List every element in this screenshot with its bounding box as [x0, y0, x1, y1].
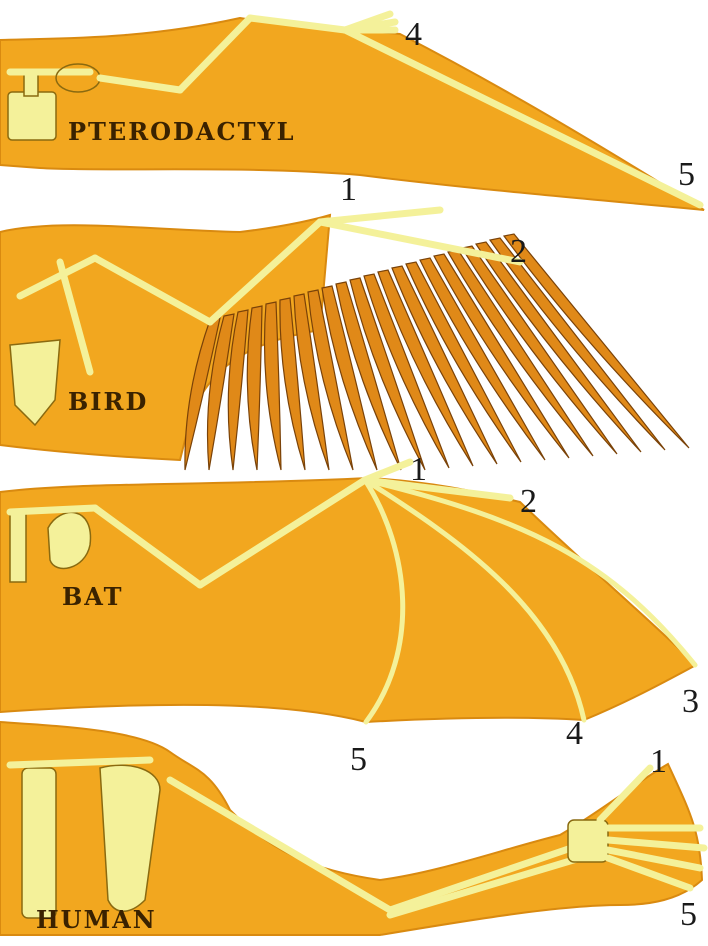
pterodactyl-keel — [24, 72, 38, 96]
human-digit-5: 5 — [680, 896, 697, 933]
bird-alula — [320, 210, 440, 222]
human-label: HUMAN — [36, 905, 157, 934]
pterodactyl-sternum — [8, 92, 56, 140]
bat-digit-2: 2 — [520, 483, 537, 520]
human-clavicle — [10, 760, 150, 765]
bird-digit-2: 2 — [510, 233, 527, 270]
bat-digit-1: 1 — [410, 451, 427, 488]
human-wrist — [568, 820, 608, 862]
pterodactyl-digit-4: 4 — [405, 16, 422, 53]
pterodactyl-label: PTERODACTYL — [68, 117, 295, 146]
bat-clavicle — [10, 508, 95, 512]
bird-hand — [320, 222, 520, 262]
pterodactyl-digit-5: 5 — [678, 156, 695, 193]
bat-thumb — [365, 462, 410, 480]
bat-digit-4: 4 — [566, 715, 583, 752]
human-sternum — [22, 768, 56, 918]
bird-digit-1: 1 — [340, 171, 357, 208]
bat-digit-5: 5 — [350, 741, 367, 778]
bat-spine — [10, 512, 26, 582]
bat-label: BAT — [62, 582, 123, 611]
human-digit-1: 1 — [650, 743, 667, 780]
bird-label: BIRD — [68, 387, 148, 416]
bird-feather — [247, 306, 262, 470]
bird-panel: BIRD 1 2 — [0, 171, 689, 470]
bat-panel: BAT 1 2 3 4 5 — [0, 451, 699, 778]
bat-digit-3: 3 — [682, 683, 699, 720]
